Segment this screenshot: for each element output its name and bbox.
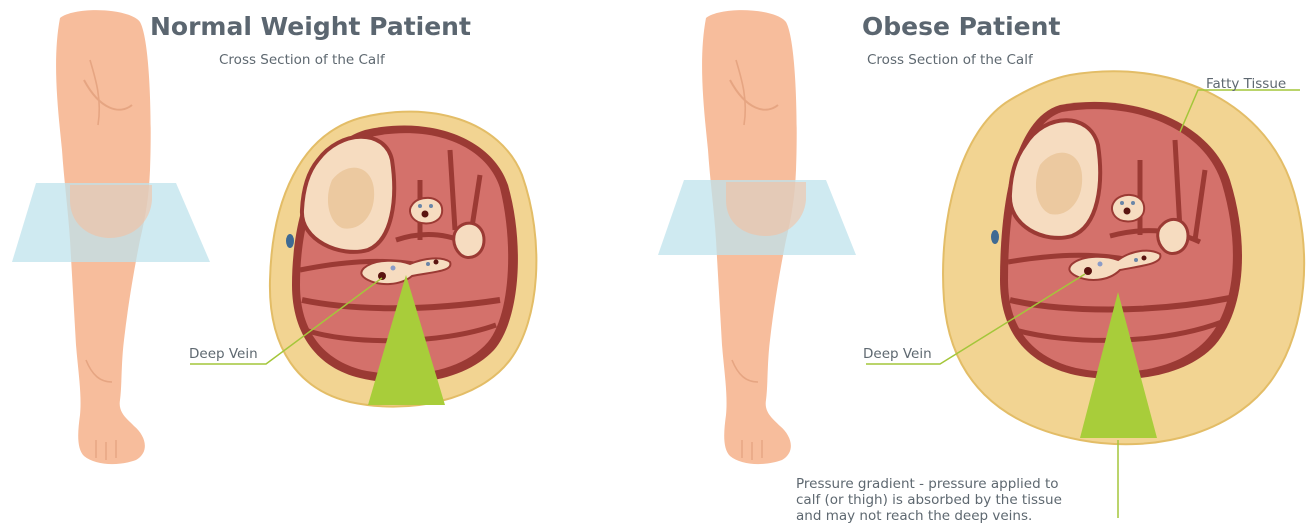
left-leg-illustration bbox=[12, 10, 210, 464]
pressure-gradient-note: Pressure gradient - pressure applied to … bbox=[796, 476, 1106, 524]
right-leg-illustration bbox=[658, 10, 856, 464]
left-deep-vein-label: Deep Vein bbox=[189, 346, 258, 362]
pressure-note-line-2: calf (or thigh) is absorbed by the tissu… bbox=[796, 492, 1106, 508]
left-title: Normal Weight Patient bbox=[150, 12, 471, 41]
left-subtitle: Cross Section of the Calf bbox=[219, 52, 385, 68]
pressure-note-line-3: and may not reach the deep veins. bbox=[796, 508, 1106, 524]
right-subtitle: Cross Section of the Calf bbox=[867, 52, 1033, 68]
fatty-tissue-label: Fatty Tissue bbox=[1206, 76, 1286, 92]
right-title: Obese Patient bbox=[862, 12, 1060, 41]
right-cross-section bbox=[866, 71, 1304, 518]
left-cross-section bbox=[190, 112, 536, 407]
right-deep-vein-label: Deep Vein bbox=[863, 346, 932, 362]
pressure-note-line-1: Pressure gradient - pressure applied to bbox=[796, 476, 1106, 492]
